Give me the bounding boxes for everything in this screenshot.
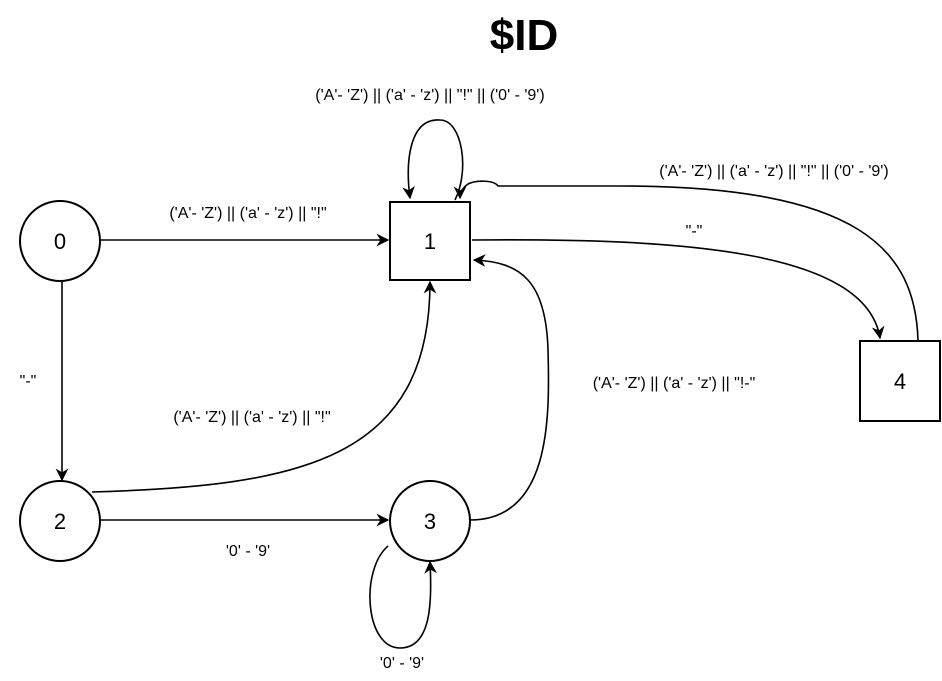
state-1[interactable]: 1 xyxy=(389,201,471,281)
edge-label-1-4: "-" xyxy=(686,223,703,240)
diagram-title: $ID xyxy=(490,11,558,60)
state-0-label: 0 xyxy=(54,229,66,254)
state-0-circle xyxy=(19,200,101,282)
state-3-circle xyxy=(389,480,471,562)
state-3[interactable]: 3 xyxy=(389,480,471,562)
edge-3-3-loop xyxy=(369,545,437,649)
state-2-label: 2 xyxy=(54,509,66,534)
edge-label-0-2: "-" xyxy=(20,373,37,390)
edge-label-3-1: ('A'- 'Z') || ('a' - 'z') || "!-" xyxy=(593,375,756,392)
edge-1-4 xyxy=(471,239,885,340)
state-0[interactable]: 0 xyxy=(19,200,101,282)
state-4[interactable]: 4 xyxy=(859,340,941,422)
edge-label-3-3: '0' - '9' xyxy=(380,655,424,672)
edge-label-2-3: '0' - '9' xyxy=(226,543,270,560)
state-1-square xyxy=(389,201,471,281)
edge-3-1 xyxy=(469,254,550,521)
state-2[interactable]: 2 xyxy=(19,480,101,562)
edge-label-4-1: ('A'- 'Z') || ('a' - 'z') || "!" || ('0'… xyxy=(659,163,888,180)
edge-1-1-loop xyxy=(402,119,464,201)
state-3-label: 3 xyxy=(424,509,436,534)
edge-2-1 xyxy=(91,280,437,493)
edge-label-1-1: ('A'- 'Z') || ('a' - 'z') || "!" || ('0'… xyxy=(315,87,544,104)
edge-label-2-1: ('A'- 'Z') || ('a' - 'z') || "!" xyxy=(173,409,330,426)
edge-label-0-1: ('A'- 'Z') || ('a' - 'z') || "!" xyxy=(169,205,326,222)
state-4-square xyxy=(859,340,941,422)
state-2-circle xyxy=(19,480,101,562)
state-4-label: 4 xyxy=(894,369,906,394)
state-1-label: 1 xyxy=(424,229,436,254)
edge-4-1 xyxy=(453,180,919,341)
